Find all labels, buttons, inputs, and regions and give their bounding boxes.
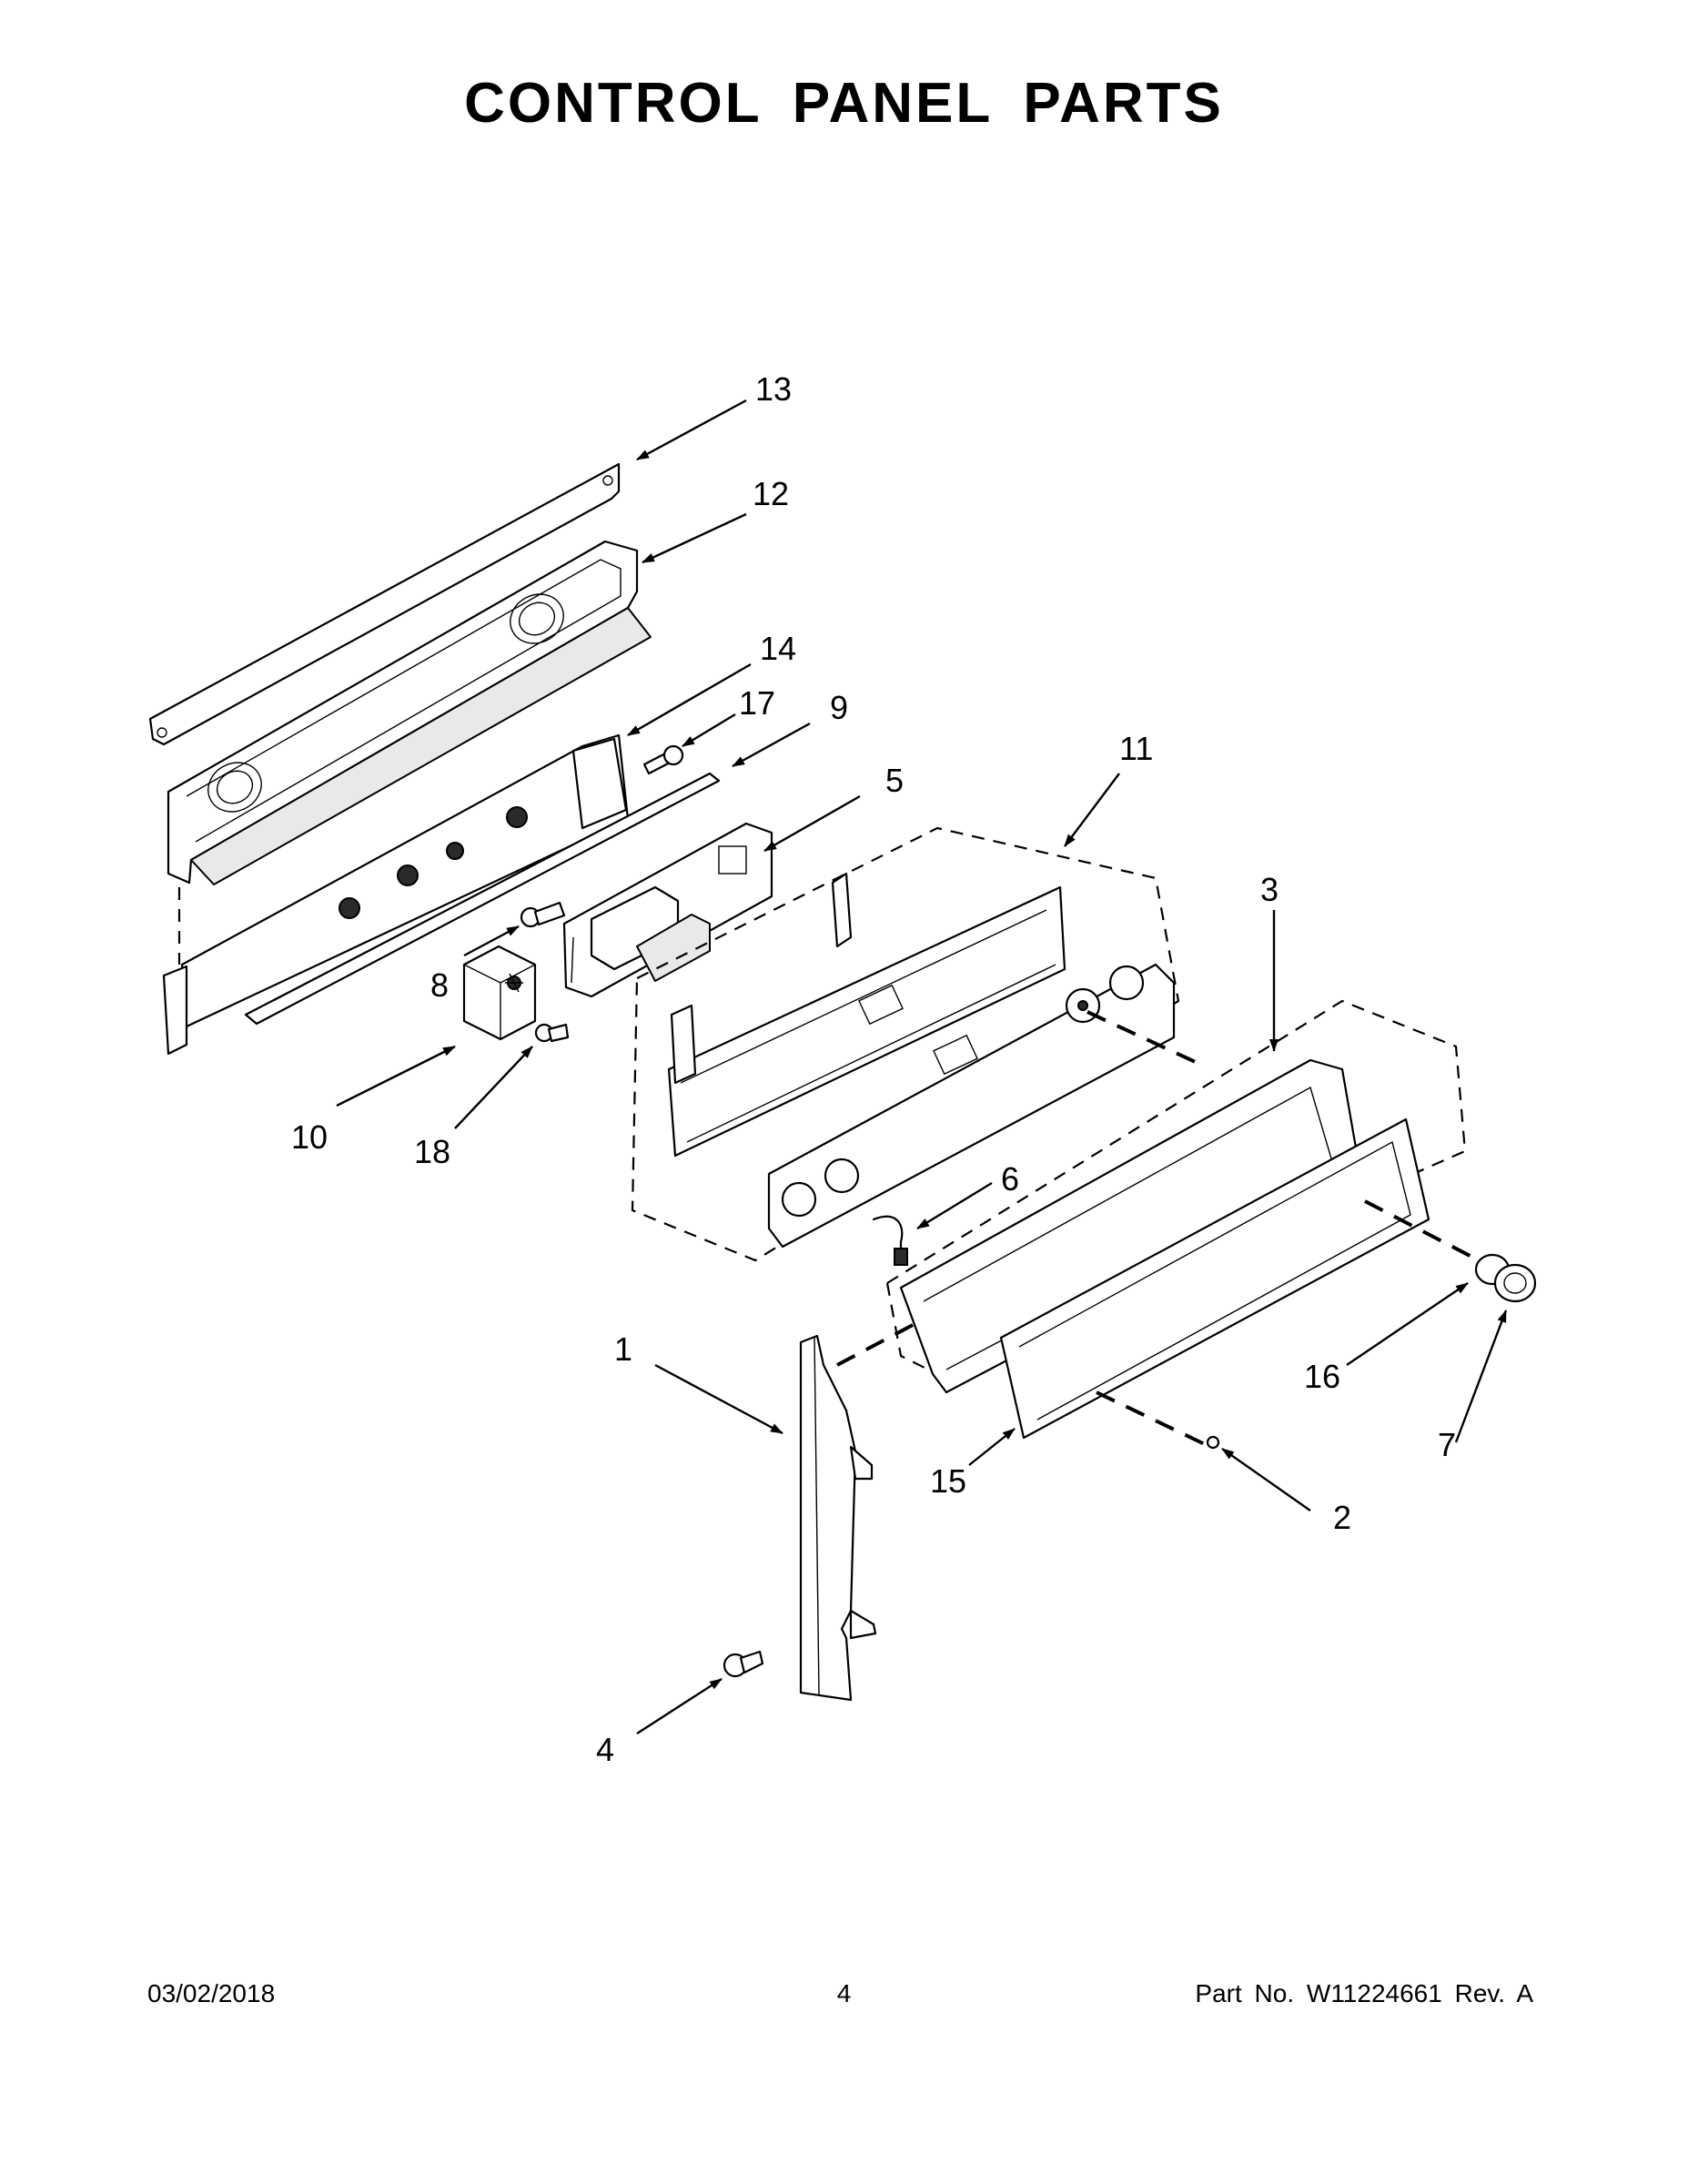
callout-8: 8 xyxy=(430,966,449,1004)
callout-16: 16 xyxy=(1304,1358,1340,1395)
part-11-group-boundary xyxy=(631,826,1180,1262)
callout-4: 4 xyxy=(596,1731,614,1768)
part-9-strip xyxy=(244,772,721,1026)
callout-12: 12 xyxy=(753,475,789,512)
footer-part-number: Part No. W11224661 Rev. A xyxy=(1195,1979,1533,2007)
part-3-group-boundary xyxy=(885,999,1467,1380)
callout-10: 10 xyxy=(291,1118,328,1156)
footer-page-number: 4 xyxy=(836,1979,852,2007)
part-14-control-bracket xyxy=(162,733,630,1056)
alignment-line xyxy=(1096,1390,1211,1449)
part-1-side-end-cap xyxy=(799,1334,877,1702)
callout-15: 15 xyxy=(930,1462,966,1500)
part-15-inner-frame xyxy=(999,1117,1430,1440)
callout-1: 1 xyxy=(614,1330,632,1368)
callout-9: 9 xyxy=(830,689,848,726)
callout-2: 2 xyxy=(1333,1499,1351,1536)
footer-date: 03/02/2018 xyxy=(147,1979,276,2007)
callout-11: 11 xyxy=(1119,730,1153,767)
part-2-screw xyxy=(1206,1435,1220,1450)
part-4-screw xyxy=(723,1650,764,1678)
part-17-screw xyxy=(642,744,684,775)
callout-5: 5 xyxy=(885,762,904,799)
part-11-panel-bracket xyxy=(667,872,1066,1158)
part-6-wire-harness xyxy=(872,1215,908,1267)
part-7-knob xyxy=(1474,1253,1537,1303)
alignment-line xyxy=(836,1322,915,1367)
callout-14: 14 xyxy=(760,630,796,667)
callout-7: 7 xyxy=(1438,1426,1456,1463)
part-11-control-panel-face xyxy=(767,963,1176,1249)
callout-18: 18 xyxy=(414,1133,450,1170)
alignment-line xyxy=(1087,1010,1202,1067)
callout-3: 3 xyxy=(1260,871,1279,908)
part-12-rear-housing xyxy=(167,540,652,885)
part-13-gasket xyxy=(148,462,621,746)
leader-arrows xyxy=(336,399,1508,1735)
callout-6: 6 xyxy=(1001,1160,1019,1198)
part-5-control-board xyxy=(562,822,773,998)
part-10-switch xyxy=(462,945,537,1041)
part-18-screw xyxy=(534,1023,570,1043)
callout-13: 13 xyxy=(755,370,792,408)
part-8-screw xyxy=(520,901,566,928)
alignment-line xyxy=(1364,1199,1480,1262)
page-title: CONTROL PANEL PARTS xyxy=(464,72,1224,135)
callout-17: 17 xyxy=(739,684,775,722)
